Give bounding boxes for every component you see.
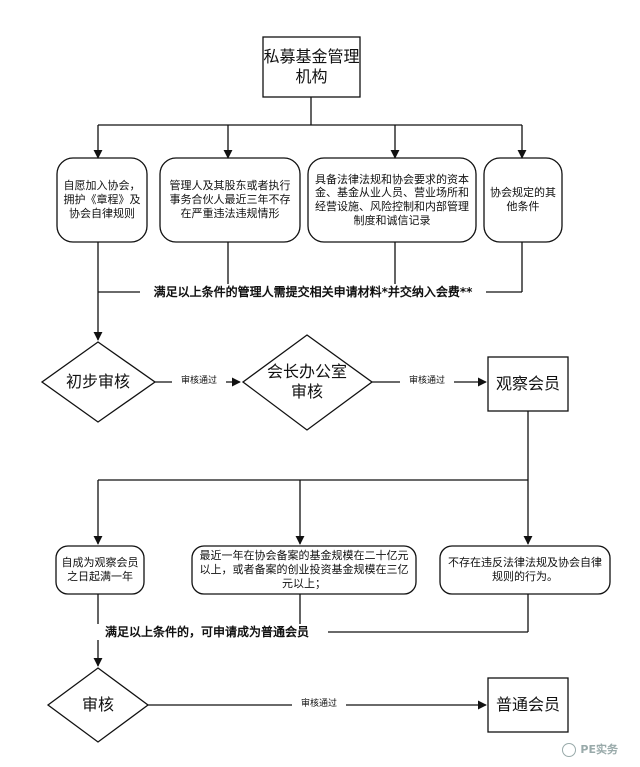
observer-condition-3: [439, 545, 611, 595]
condition-box-3: [307, 157, 477, 243]
observer-condition-1: [55, 545, 145, 595]
pass-label-3: 审核通过: [292, 699, 346, 711]
decision-initial-review: [40, 341, 157, 423]
pass-label-2: 审核通过: [400, 376, 454, 388]
condition-label-2: 管理人及其股东或者执行事务合伙人最近三年不存在严重违法违规情形: [169, 179, 291, 220]
wechat-icon: [562, 743, 577, 757]
review-label: 审核: [81, 695, 114, 714]
title-label: 私募基金管理机构: [263, 47, 360, 86]
decision-office-review: [241, 334, 374, 431]
condition-box-4: [483, 157, 563, 243]
condition-label-1: 自愿加入协会，拥护《章程》及协会自律规则: [63, 179, 141, 220]
requirement-note: 满足以上条件的管理人需提交相关申请材料*并交纳入会费**: [140, 284, 486, 300]
condition-label-3: 具备法律法规和协会要求的资本金、基金从业人员、营业场所和经营设施、风险控制和内部…: [315, 172, 469, 227]
condition-label-4: 协会规定的其他条件: [490, 186, 556, 213]
watermark-text: PE实务: [580, 743, 618, 756]
condition-box-1: [56, 157, 148, 243]
pass-label-1: 审核通过: [172, 376, 226, 388]
regular-requirement-note: 满足以上条件的，可申请成为普通会员: [86, 624, 328, 640]
office-review-label: 会长办公室审核: [266, 362, 347, 401]
regular-member-box: [487, 677, 569, 733]
observer-condition-label-2: 最近一年在协会备案的基金规模在二十亿元以上，或者备案的创业投资基金规模在三亿元以…: [199, 549, 409, 590]
decision-review: [46, 667, 150, 743]
observer-condition-2: [191, 545, 417, 595]
watermark: PE实务: [562, 741, 618, 757]
observer-condition-label-3: 不存在违反法律法规及协会自律规则的行为。: [448, 556, 602, 583]
regular-member-label: 普通会员: [495, 695, 560, 714]
initial-review-label: 初步审核: [65, 372, 130, 391]
observer-condition-label-1: 自成为观察会员之日起满一年: [61, 556, 139, 583]
observer-member-label: 观察会员: [495, 374, 560, 393]
condition-box-2: [159, 157, 301, 243]
